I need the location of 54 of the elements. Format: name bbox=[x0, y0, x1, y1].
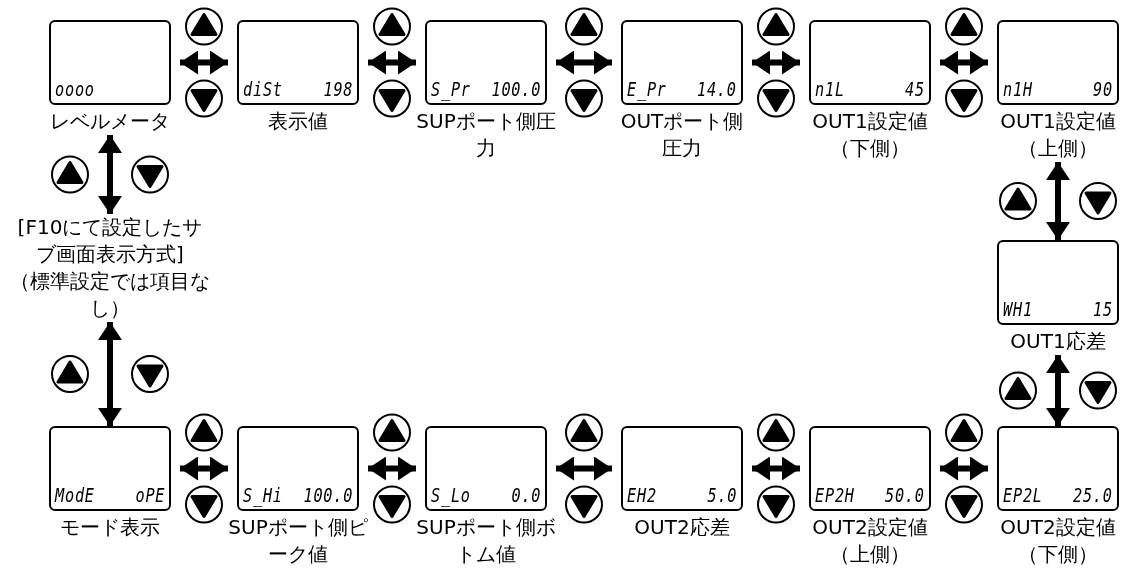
display-caption: 表示値 bbox=[267, 108, 329, 135]
display-caption: レベルメータ bbox=[49, 108, 171, 135]
double-arrow bbox=[940, 456, 988, 481]
display-code: S_Lo bbox=[431, 484, 471, 506]
display-caption: OUT1応差 bbox=[1009, 328, 1107, 355]
display-value: 14.0 bbox=[697, 78, 737, 100]
display-code: ModE bbox=[55, 484, 95, 506]
display-caption: モード表示 bbox=[59, 514, 161, 541]
display-caption: OUTポート側圧力 bbox=[619, 108, 745, 162]
display-value: 50.0 bbox=[885, 484, 925, 506]
double-arrow bbox=[556, 456, 612, 481]
display-caption: OUT1設定値（下側） bbox=[811, 108, 929, 162]
double-arrow bbox=[752, 50, 800, 75]
display-caption: SUPポート側圧力 bbox=[416, 108, 556, 162]
display-caption: OUT2設定値（下側） bbox=[999, 514, 1117, 568]
note-text: （標準設定では項目なし） bbox=[10, 268, 210, 322]
display-value: 100.0 bbox=[303, 484, 353, 506]
display-value: 5.0 bbox=[707, 484, 737, 506]
display-code: EH2 bbox=[627, 484, 657, 506]
display-code: diSt bbox=[243, 78, 283, 100]
double-arrow bbox=[1046, 355, 1070, 426]
double-arrow bbox=[98, 135, 122, 214]
double-arrow bbox=[752, 456, 800, 481]
display-code: S_Hi bbox=[243, 484, 283, 506]
double-arrow bbox=[98, 322, 122, 426]
display-code: E_Pr bbox=[627, 78, 667, 100]
display-code: oooo bbox=[55, 78, 95, 100]
display-value: 90 bbox=[1093, 78, 1113, 100]
display-caption: OUT1設定値（上側） bbox=[999, 108, 1117, 162]
display-value: 45 bbox=[905, 78, 925, 100]
display-value: 198 bbox=[323, 78, 353, 100]
double-arrow bbox=[368, 456, 416, 481]
display-code: S_Pr bbox=[431, 78, 471, 100]
display-caption: OUT2設定値（上側） bbox=[811, 514, 929, 568]
display-code: n1H bbox=[1003, 78, 1033, 100]
display-caption: OUT2応差 bbox=[633, 514, 731, 541]
display-value: 0.0 bbox=[511, 484, 541, 506]
display-code: n1L bbox=[815, 78, 845, 100]
display-value: oPE bbox=[135, 484, 165, 506]
double-arrow bbox=[180, 50, 228, 75]
display-value: 100.0 bbox=[491, 78, 541, 100]
double-arrow bbox=[556, 50, 612, 75]
double-arrow bbox=[940, 50, 988, 75]
display-caption: SUPポート側ピーク値 bbox=[228, 514, 368, 568]
display-value: 15 bbox=[1093, 298, 1113, 320]
display-value: 25.0 bbox=[1073, 484, 1113, 506]
display-code: EP2H bbox=[815, 484, 855, 506]
display-caption: SUPポート側ボトム値 bbox=[416, 514, 556, 568]
double-arrow bbox=[1046, 162, 1070, 240]
double-arrow bbox=[368, 50, 416, 75]
display-code: EP2L bbox=[1003, 484, 1043, 506]
display-code: WH1 bbox=[1003, 298, 1033, 320]
note-text: [F10にて設定したサブ画面表示方式] bbox=[16, 214, 204, 268]
double-arrow bbox=[180, 456, 228, 481]
